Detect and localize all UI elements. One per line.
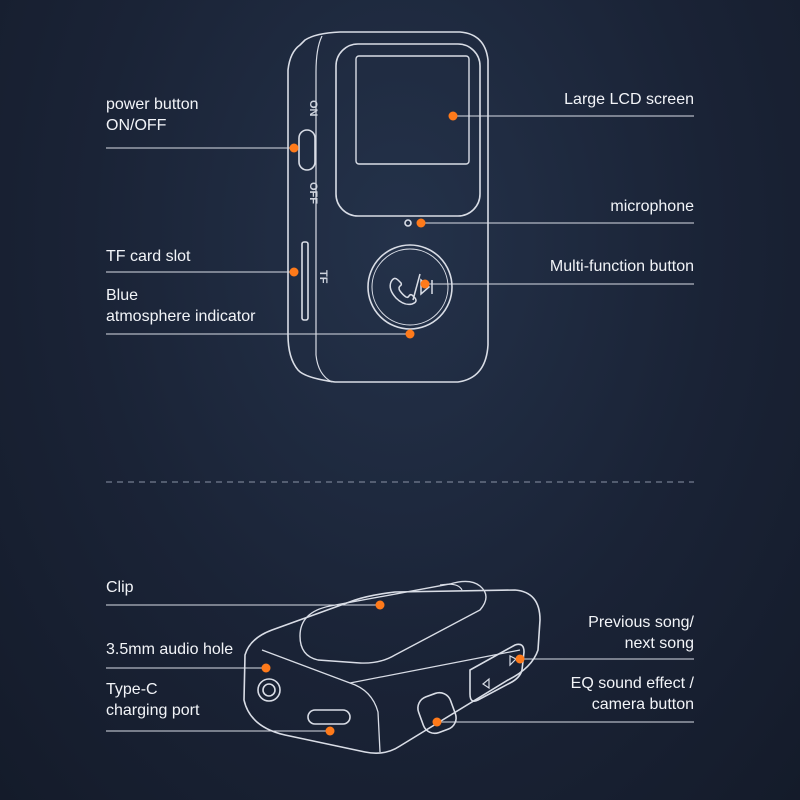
microphone-label: microphone — [610, 198, 694, 215]
prev-next-song-label: Previous song/ next song — [588, 614, 694, 652]
on-marking: ON — [307, 100, 319, 117]
multi-function-button-label: Multi-function button — [549, 258, 694, 275]
tf-marking: TF — [317, 270, 329, 284]
power-button-label: power button ON/OFF — [106, 96, 199, 134]
audio-hole-label: 3.5mm audio hole — [106, 641, 234, 658]
top-callout-lines — [106, 115, 694, 335]
lcd-screen-label: Large LCD screen — [564, 91, 694, 108]
clip-label: Clip — [106, 579, 134, 596]
bottom-callout-lines — [106, 604, 694, 732]
tf-card-slot-label: TF card slot — [106, 248, 191, 265]
blue-indicator-label: Blue atmosphere indicator — [106, 287, 256, 325]
bottom-callout-dots — [261, 600, 525, 736]
phone-play-pause-icon — [389, 273, 433, 306]
eq-camera-button-label: EQ sound effect / camera button — [570, 675, 694, 713]
player-side-outline — [243, 580, 541, 754]
top-callout-dots — [289, 111, 458, 339]
player-front-outline — [287, 31, 489, 383]
off-marking: OFF — [307, 182, 319, 204]
type-c-port-label: Type-C charging port — [106, 681, 200, 719]
